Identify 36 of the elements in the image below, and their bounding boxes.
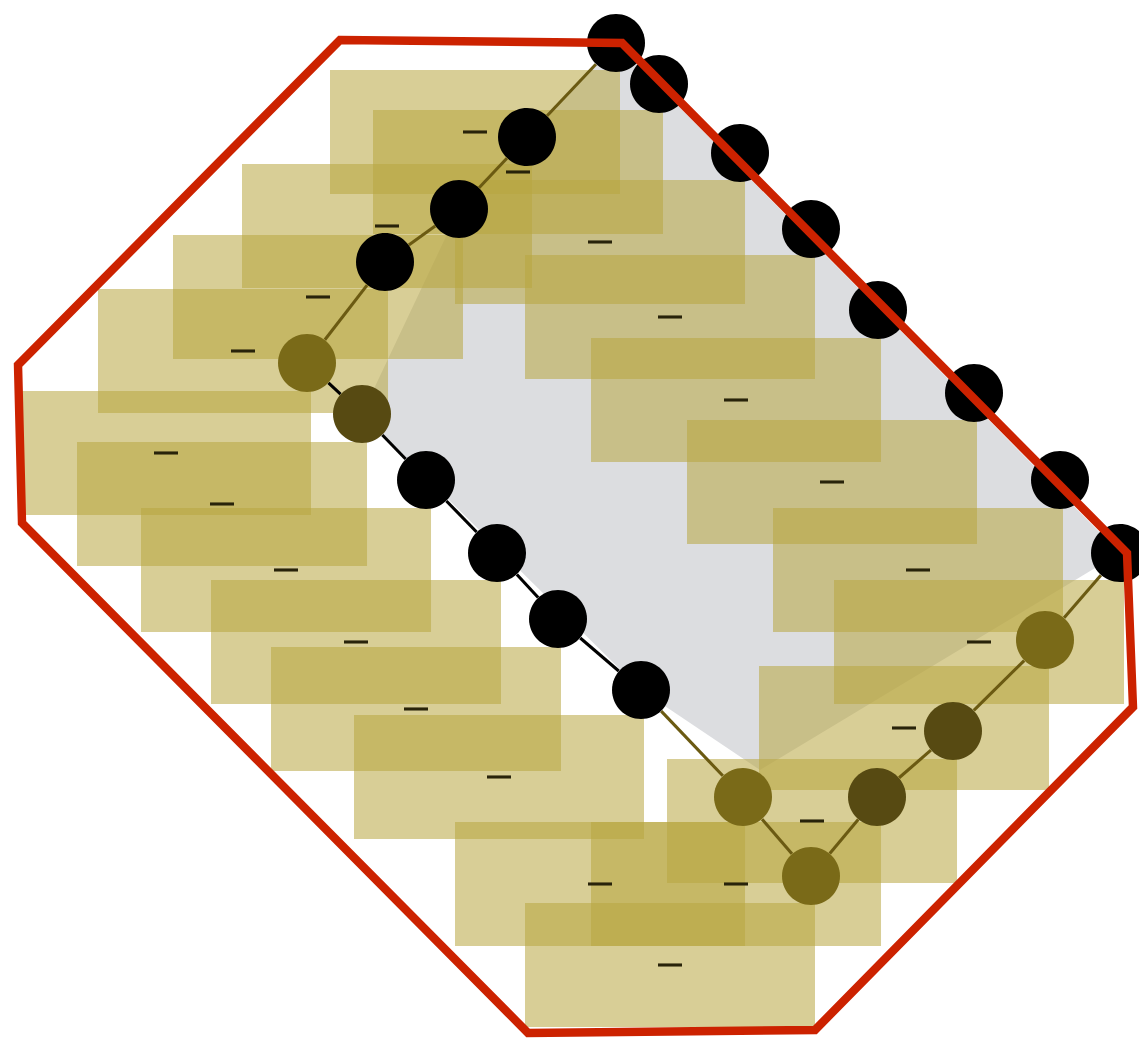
connector-line (327, 381, 342, 396)
connector-line (972, 659, 1026, 712)
circle (848, 768, 906, 826)
circle (498, 108, 556, 166)
circle (711, 124, 769, 182)
circle (630, 55, 688, 113)
connector-line (546, 63, 597, 117)
connector-line (381, 433, 407, 461)
circle (430, 180, 488, 238)
circle (587, 14, 645, 72)
connector-line (579, 636, 620, 673)
circle (529, 590, 587, 648)
circle (945, 364, 1003, 422)
connector-line (515, 573, 540, 599)
circle (468, 524, 526, 582)
connector-line (660, 710, 724, 777)
circle (397, 451, 455, 509)
circle (849, 281, 907, 339)
circle (612, 661, 670, 719)
circle (924, 702, 982, 760)
connector-line (445, 499, 478, 534)
connector-line (478, 157, 509, 189)
circle (333, 385, 391, 443)
circle (1016, 611, 1074, 669)
connector-line (898, 749, 932, 779)
connector-line (760, 818, 794, 855)
circle (782, 200, 840, 258)
connector-line (323, 284, 369, 341)
circle (1031, 451, 1089, 509)
connector-line (828, 818, 860, 855)
connector-line (1062, 574, 1103, 619)
circle (278, 334, 336, 392)
circle (356, 233, 414, 291)
circle (782, 847, 840, 905)
connector-line (407, 224, 437, 247)
circle (714, 768, 772, 826)
